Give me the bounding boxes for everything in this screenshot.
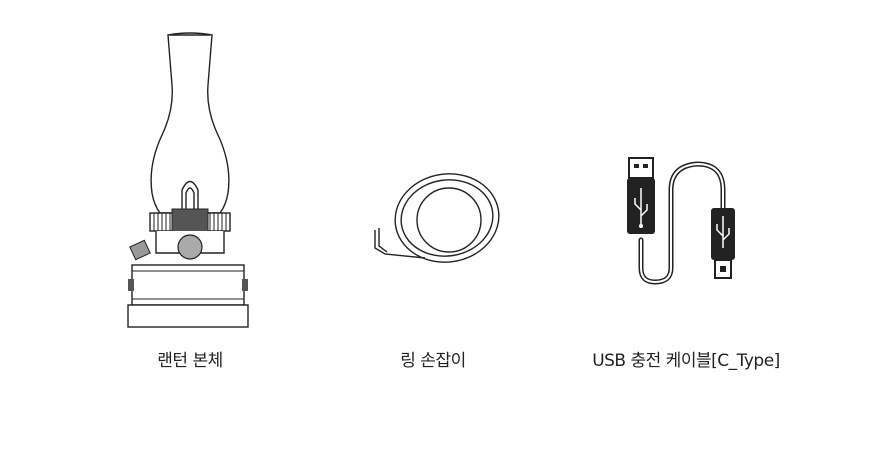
item-ring-handle [355, 170, 515, 270]
usb-cable-icon [627, 157, 735, 285]
label-ring-handle: 링 손잡이 [400, 351, 466, 371]
lantern-icon [127, 32, 249, 328]
item-usb-cable [605, 150, 765, 290]
label-usb-cable: USB 충전 케이블[C_Type] [592, 351, 780, 371]
ring-handle-icon [374, 173, 500, 263]
item-lantern [110, 25, 270, 335]
label-lantern: 랜턴 본체 [157, 351, 223, 371]
